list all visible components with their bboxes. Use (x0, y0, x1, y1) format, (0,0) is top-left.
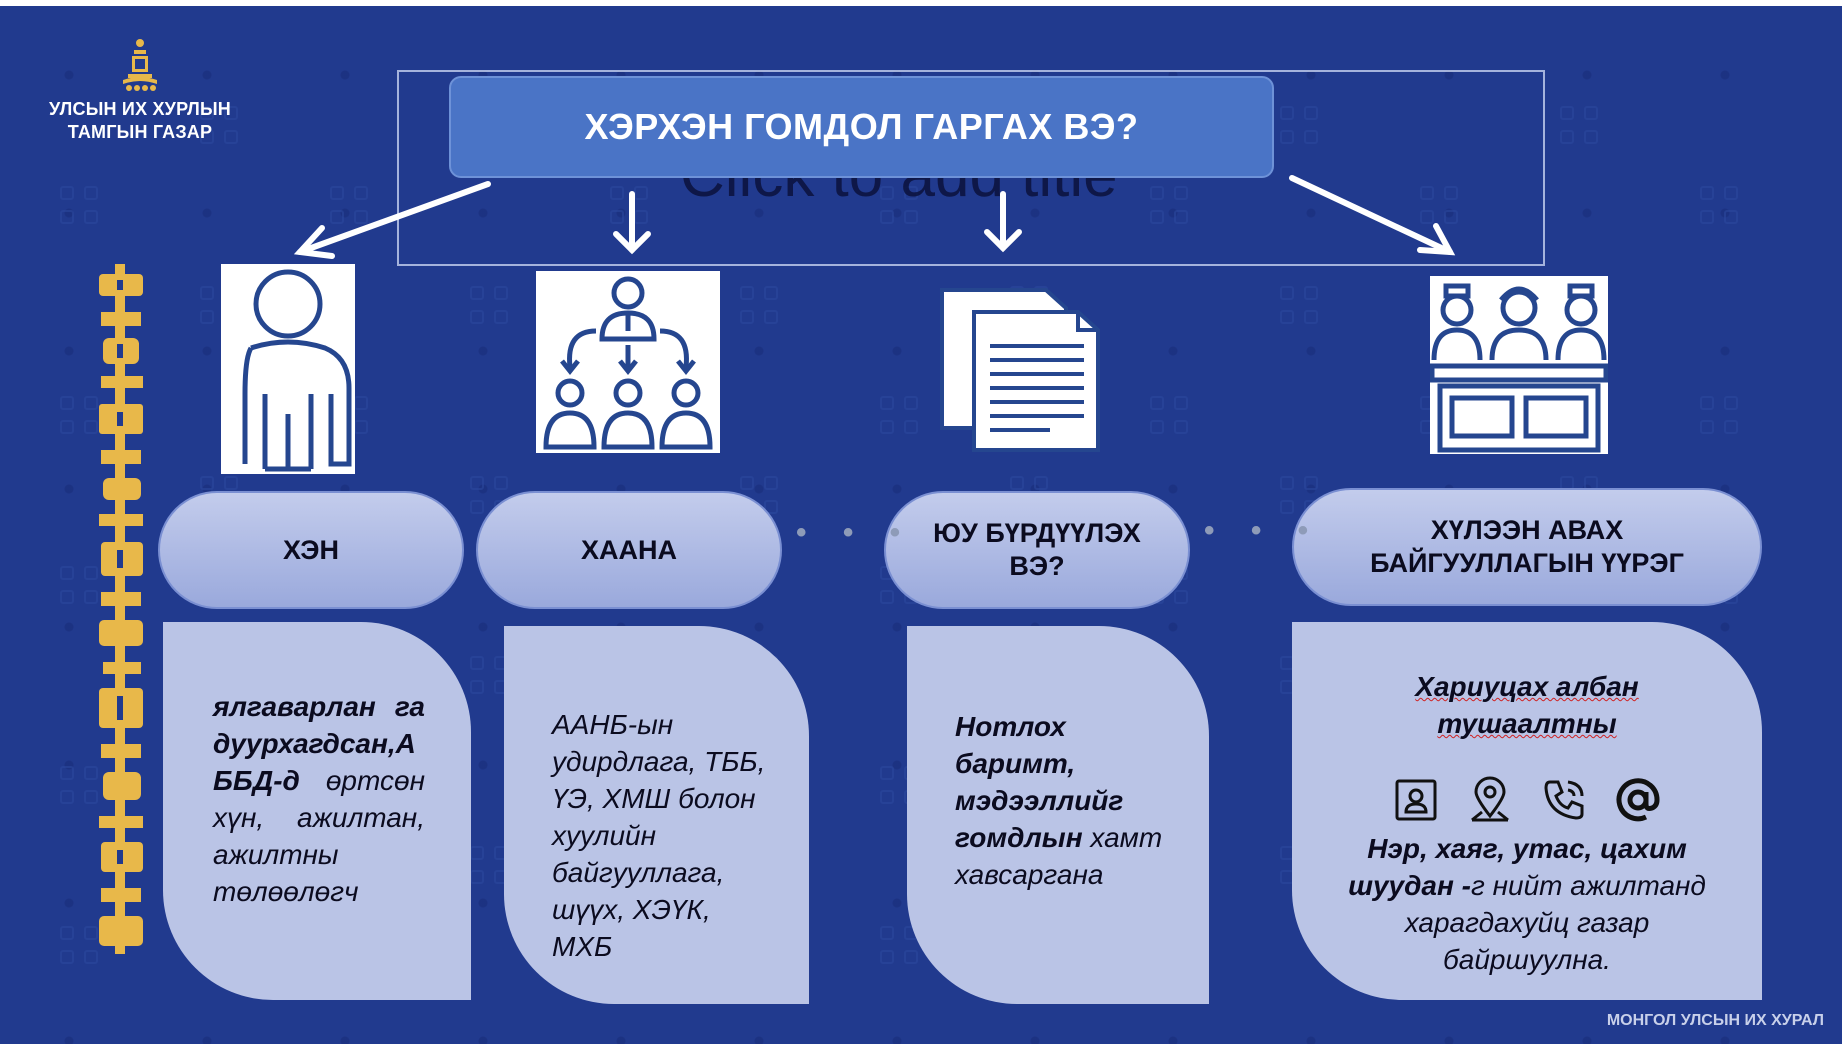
duty-text-bold: Нэр, хаяг, утас, цахим шуудан - (1348, 833, 1687, 901)
pattern-tile (1560, 106, 1598, 144)
connector-dots: • • • (796, 516, 915, 549)
arrows (293, 175, 1456, 259)
where-text: ААНБ-ын удирдлага, ТББ, ҮЭ, ХМШ болон ху… (552, 709, 766, 962)
arrow-head-duty (1417, 223, 1456, 256)
person-icon (221, 264, 355, 474)
pattern-tile (1700, 396, 1738, 434)
title-placeholder-frame[interactable] (397, 70, 1545, 266)
phone-icon (1540, 776, 1588, 824)
location-pin-icon (1466, 776, 1514, 824)
arrow-to-who (297, 181, 491, 255)
heading-duty-label: ХҮЛЭЭН АВАХ БАЙГУУЛЛАГЫН ҮҮРЭГ (1370, 515, 1684, 578)
footer-text: МОНГОЛ УЛСЫН ИХ ХУРАЛ (1606, 1012, 1824, 1029)
who-text-bold: ялгаварлан гадуурхагдсан,АББД-д (213, 691, 425, 796)
card-where: ААНБ-ын удирдлага, ТББ, ҮЭ, ХМШ болон ху… (504, 626, 809, 1004)
connector-dots: • • • (1204, 514, 1323, 547)
org-name: УЛСЫН ИХ ХУРЛЫН ТАМГЫН ГАЗАР (40, 98, 240, 144)
pattern-tile (1700, 186, 1738, 224)
pattern-tile (1150, 186, 1188, 224)
heading-what-label: ЮУ БҮРДҮҮЛЭХ ВЭ? (933, 518, 1141, 581)
duty-subtitle: Хариуцах албан тушаалтны (1415, 671, 1639, 739)
pattern-tile (880, 396, 918, 434)
page-title: ХЭРХЭН ГОМДОЛ ГАРГАХ ВЭ? (584, 106, 1139, 147)
card-duty: Хариуцах албан тушаалтны Нэр, хаяг, утас… (1292, 622, 1762, 1000)
contact-icons (1322, 776, 1732, 824)
documents-icon (940, 288, 1102, 453)
heading-who-label: ХЭН (282, 534, 340, 565)
arrow-head-where (613, 231, 651, 255)
arrow-to-duty (1289, 175, 1453, 255)
pattern-tile (1150, 396, 1188, 434)
slide-background: УЛСЫН ИХ ХУРЛЫН ТАМГЫН ГАЗАР (0, 6, 1842, 1044)
pattern-tile (1280, 286, 1318, 324)
org-name-line1: УЛСЫН ИХ ХУРЛЫН (48, 99, 232, 119)
org-name-line2: ТАМГЫН ГАЗАР (67, 122, 213, 142)
contact-card-icon (1392, 776, 1440, 824)
heading-duty: ХҮЛЭЭН АВАХ БАЙГУУЛЛАГЫН ҮҮРЭГ (1292, 488, 1762, 606)
heading-who: ХЭН (158, 491, 464, 609)
logo: УЛСЫН ИХ ХУРЛЫН ТАМГЫН ГАЗАР (40, 36, 240, 144)
heading-what: ЮУ БҮРДҮҮЛЭХ ВЭ? (884, 491, 1190, 609)
at-sign-icon (1614, 776, 1662, 824)
arrow-head-who (293, 225, 335, 259)
pattern-tile (60, 396, 98, 434)
heading-where-label: ХААНА (580, 534, 677, 565)
pattern-tile (740, 286, 778, 324)
what-text-bold: Нотлох баримт, мэдээллийг гомдлын (955, 711, 1124, 853)
pattern-tile (60, 186, 98, 224)
what-text-rest: хамт хавсаргана (955, 822, 1163, 890)
soyombo-emblem-icon (123, 39, 157, 91)
pattern-tile (470, 286, 508, 324)
organization-hierarchy-icon (536, 271, 720, 453)
title-box: ХЭРХЭН ГОМДОЛ ГАРГАХ ВЭ? (449, 76, 1274, 178)
duty-text-rest: г нийт ажилтанд харагдахуйц газар байршу… (1404, 870, 1706, 975)
card-who: ялгаварлан гадуурхагдсан,АББД-д өртсөн х… (163, 622, 471, 1000)
mongolian-script-decoration (99, 264, 143, 954)
pattern-tile (1420, 186, 1458, 224)
pattern-tile (60, 566, 98, 604)
pattern-tile (880, 186, 918, 224)
who-text-rest: өртсөн хүн, ажилтан, ажилтны төлөөлөгч (213, 765, 425, 907)
pattern-tile (60, 926, 98, 964)
pattern-tile (60, 766, 98, 804)
card-what: Нотлох баримт, мэдээллийг гомдлын хамт х… (907, 626, 1209, 1004)
pattern-tile (330, 186, 368, 224)
heading-where: ХААНА (476, 491, 782, 609)
pattern-tile (1280, 106, 1318, 144)
judges-panel-icon (1429, 276, 1609, 454)
arrow-head-what (984, 229, 1022, 253)
pattern-tile (200, 106, 238, 144)
